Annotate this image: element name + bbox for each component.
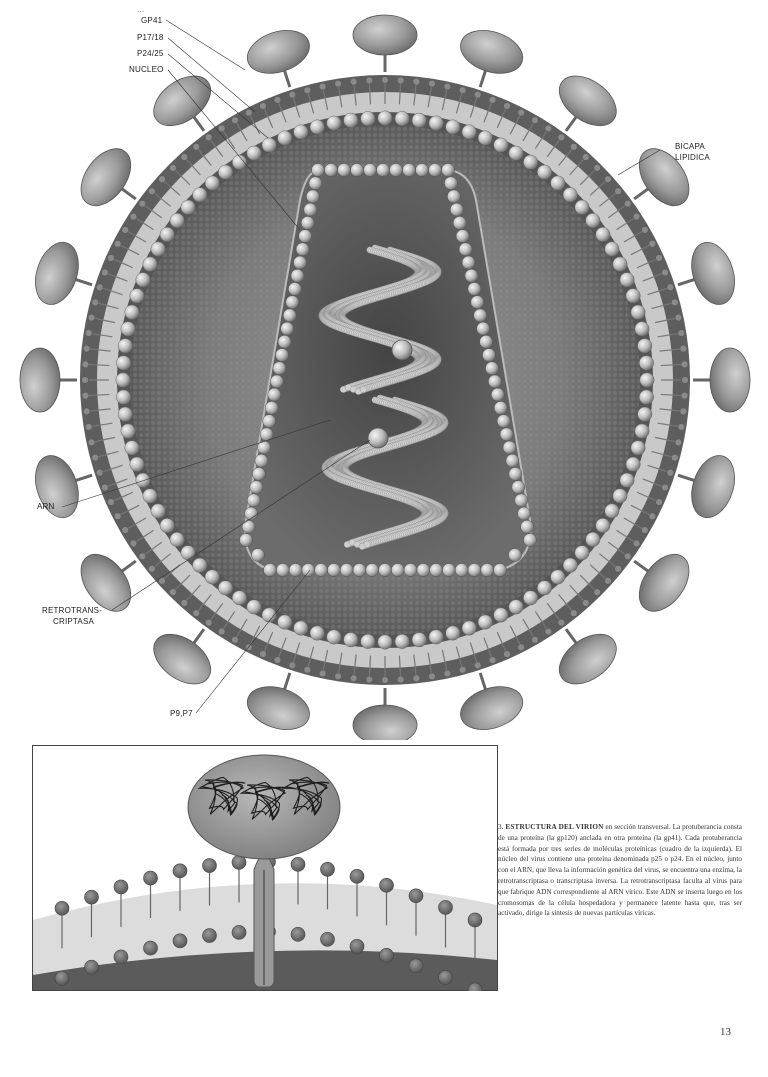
label-lipidica: LIPIDICA <box>675 153 710 162</box>
virion-illustration <box>0 0 768 740</box>
label-criptasa: CRIPTASA <box>53 617 94 626</box>
page-number: 13 <box>720 1026 731 1038</box>
caption-title: ESTRUCTURA DEL VIRION <box>505 823 603 831</box>
spike-detail-inset <box>32 745 498 991</box>
caption-body: en sección transversal. La protuberancia… <box>498 823 742 917</box>
caption-number: 3. <box>498 823 503 831</box>
figure-caption: 3. ESTRUCTURA DEL VIRION en sección tran… <box>498 822 742 919</box>
label-p24-25: P24/25 <box>137 49 164 58</box>
label-arn: ARN <box>37 502 55 511</box>
label-nucleo: NUCLEO <box>129 65 164 74</box>
label-gp41: GP41 <box>141 16 162 25</box>
label-retrotrans: RETROTRANS- <box>42 606 102 615</box>
label-p17-18: P17/18 <box>137 33 164 42</box>
label-bicapa: BICAPA <box>675 142 705 151</box>
reverse-transcriptase <box>368 428 388 448</box>
label-p9-p7: P9,P7 <box>170 709 193 718</box>
reverse-transcriptase <box>392 340 412 360</box>
